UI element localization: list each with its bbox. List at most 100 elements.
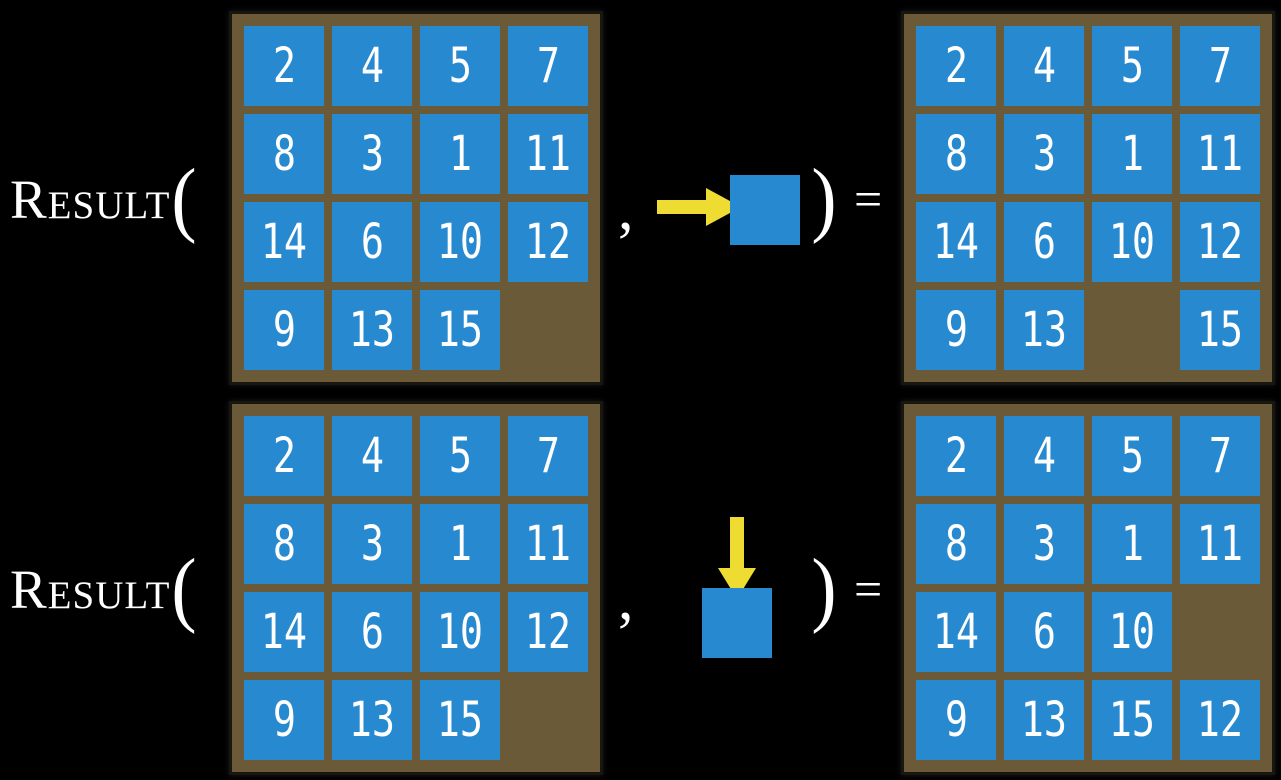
tile-number: 9 [944,692,968,748]
puzzle-tile: 13 [1004,680,1084,760]
puzzle-tile: 9 [244,290,324,370]
puzzle-tile: 8 [916,114,996,194]
tile-number: 1 [448,126,472,182]
puzzle-tile: 9 [916,290,996,370]
tile-number: 7 [536,428,560,484]
tile-number: 15 [436,302,484,358]
puzzle-tile: 10 [420,592,500,672]
puzzle-tile: 14 [244,202,324,282]
tile-number: 8 [944,516,968,572]
tile-number: 4 [1032,428,1056,484]
tile-number: 1 [1120,126,1144,182]
puzzle-tile: 3 [1004,504,1084,584]
tile-number: 4 [360,38,384,94]
puzzle-tile: 8 [244,114,324,194]
puzzle-tile: 6 [1004,202,1084,282]
move-tile-1 [730,175,800,245]
tile-number: 10 [1108,214,1156,270]
puzzle-tile: 15 [420,290,500,370]
equals-sign: = [853,171,883,227]
tile-number: 9 [944,302,968,358]
puzzle-tile: 11 [508,114,588,194]
down-arrow-icon [718,517,756,599]
puzzle-tile: 10 [1092,202,1172,282]
puzzle-tile: 10 [1092,592,1172,672]
close-equals-2: ) = [810,547,883,631]
tile-number: 4 [1032,38,1056,94]
empty-cell [1092,290,1172,370]
tile-number: 3 [360,126,384,182]
tile-number: 13 [348,302,396,358]
tile-number: 9 [272,692,296,748]
tile-number: 6 [360,604,384,660]
puzzle-tile: 11 [508,504,588,584]
puzzle-tile: 1 [1092,114,1172,194]
puzzle-tile: 15 [1092,680,1172,760]
open-paren: ( [171,152,198,246]
puzzle-tile: 11 [1180,504,1260,584]
tile-number: 11 [1196,126,1244,182]
tile-number: 12 [1196,692,1244,748]
puzzle-tile: 6 [1004,592,1084,672]
tile-number: 12 [524,604,572,660]
puzzle-tile: 5 [420,416,500,496]
tile-number: 7 [1208,428,1232,484]
puzzle-tile: 5 [1092,416,1172,496]
puzzle-tile: 3 [332,504,412,584]
tile-number: 15 [436,692,484,748]
puzzle-tile: 13 [332,680,412,760]
tile-number: 5 [448,38,472,94]
tile-number: 6 [1032,214,1056,270]
tile-number: 13 [1020,302,1068,358]
puzzle-tile: 3 [332,114,412,194]
tile-number: 6 [1032,604,1056,660]
puzzle-tile: 6 [332,202,412,282]
empty-cell [508,680,588,760]
puzzle-tile: 14 [244,592,324,672]
tile-number: 8 [272,126,296,182]
puzzle-tile: 5 [1092,26,1172,106]
result-call-label-2: Result( [10,547,198,631]
function-name: Result [10,558,171,620]
puzzle-tile: 15 [1180,290,1260,370]
puzzle-tile: 8 [916,504,996,584]
tile-number: 12 [1196,214,1244,270]
tile-number: 5 [1120,428,1144,484]
argument-separator-2: , [618,540,642,630]
tile-number: 14 [260,214,308,270]
tile-number: 5 [448,428,472,484]
puzzle-tile: 7 [508,26,588,106]
tile-number: 11 [524,516,572,572]
close-paren: ) [811,152,837,246]
puzzle-tile: 4 [332,416,412,496]
tile-number: 7 [1208,38,1232,94]
tile-number: 15 [1108,692,1156,748]
tile-number: 14 [932,214,980,270]
puzzle-tile: 14 [916,592,996,672]
puzzle-tile: 2 [916,26,996,106]
puzzle-tile: 2 [916,416,996,496]
tile-number: 14 [932,604,980,660]
puzzle-tile: 4 [1004,26,1084,106]
puzzle-tile: 9 [244,680,324,760]
empty-cell [508,290,588,370]
tile-number: 10 [436,214,484,270]
equals-sign: = [853,561,883,617]
puzzle-tile: 7 [508,416,588,496]
puzzle-tile: 1 [420,114,500,194]
result-call-label-1: Result( [10,152,198,246]
tile-number: 2 [944,38,968,94]
tile-number: 8 [944,126,968,182]
tile-number: 13 [348,692,396,748]
puzzle-tile: 6 [332,592,412,672]
puzzle-tile: 3 [1004,114,1084,194]
tile-number: 5 [1120,38,1144,94]
tile-number: 3 [1032,126,1056,182]
puzzle-tile: 1 [420,504,500,584]
move-tile-2 [702,588,772,658]
puzzle-tile: 7 [1180,416,1260,496]
tile-number: 15 [1196,302,1244,358]
